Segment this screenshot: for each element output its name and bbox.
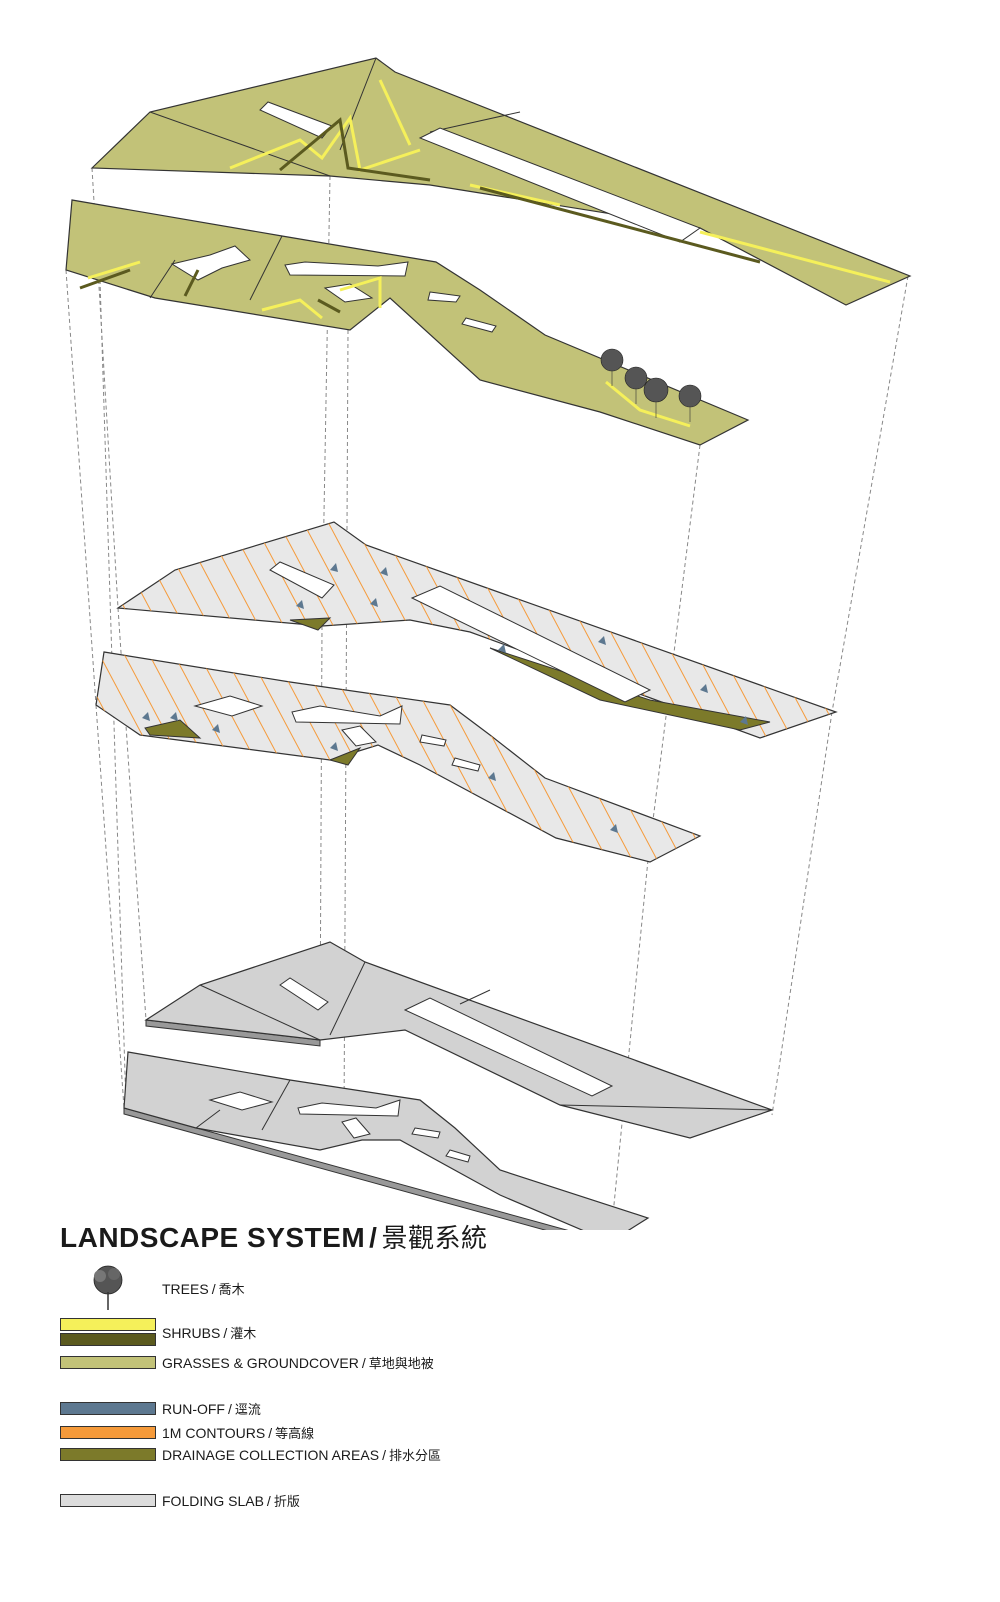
runoff-swatch	[60, 1401, 156, 1415]
drainage-swatch	[60, 1447, 156, 1461]
title-en: LANDSCAPE SYSTEM	[60, 1222, 366, 1253]
tree-icon	[93, 1265, 123, 1310]
legend-contours-label: 1M CONTOURS/等高線	[162, 1424, 315, 1442]
slab-layer-lower	[123, 1051, 650, 1230]
legend-shrubs-label: SHRUBS/灌木	[162, 1324, 257, 1342]
grasses-swatch	[60, 1355, 156, 1369]
title-separator: /	[369, 1222, 378, 1253]
grass-layer-lower	[65, 199, 750, 446]
contour-layer-upper	[116, 521, 838, 739]
legend-drainage-label: DRAINAGE COLLECTION AREAS/排水分區	[162, 1446, 441, 1464]
exploded-axonometric	[65, 57, 912, 1230]
contour-layer-lower	[95, 651, 702, 863]
legend-slab: FOLDING SLAB/折版	[60, 1490, 300, 1510]
grass-layer-upper	[90, 57, 912, 306]
legend-shrubs: SHRUBS/灌木	[60, 1318, 256, 1346]
legend-grasses-label: GRASSES & GROUNDCOVER/草地與地被	[162, 1354, 434, 1372]
title-zh: 景觀系統	[381, 1224, 488, 1254]
shrubs-swatch	[60, 1318, 156, 1346]
legend-grasses: GRASSES & GROUNDCOVER/草地與地被	[60, 1352, 434, 1372]
slab-layer-upper	[144, 941, 774, 1139]
diagram-title: LANDSCAPE SYSTEM/景觀系統	[60, 1218, 487, 1255]
slab-swatch	[60, 1493, 156, 1507]
legend-trees-label: TREES/喬木	[162, 1280, 245, 1298]
legend-drainage: DRAINAGE COLLECTION AREAS/排水分區	[60, 1444, 441, 1464]
contours-swatch	[60, 1425, 156, 1439]
legend-runoff-label: RUN-OFF/逕流	[162, 1400, 261, 1418]
legend-slab-label: FOLDING SLAB/折版	[162, 1492, 300, 1510]
legend-runoff: RUN-OFF/逕流	[60, 1398, 261, 1418]
tree-cluster	[600, 348, 702, 422]
legend-contours: 1M CONTOURS/等高線	[60, 1422, 314, 1442]
